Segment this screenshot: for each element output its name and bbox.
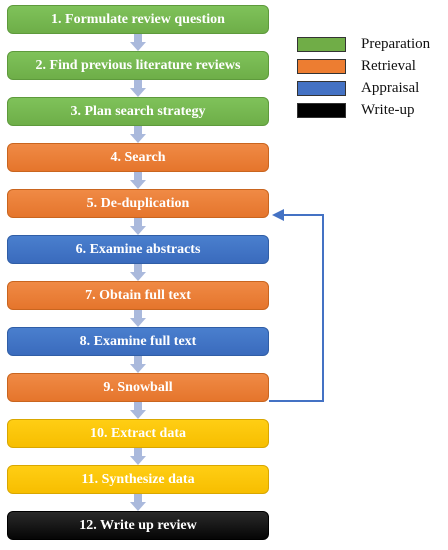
step-label: 10. Extract data <box>89 425 187 441</box>
step-label: 12. Write up review <box>79 517 197 533</box>
step-plan-search-strategy: 3. Plan search strategy <box>7 97 269 126</box>
step-obtain-full-text: 7. Obtain full text <box>7 281 269 310</box>
step-label: 4. Search <box>110 149 166 165</box>
legend-swatch-preparation <box>297 37 346 52</box>
down-arrow-icon <box>130 126 146 143</box>
down-arrow-icon <box>130 264 146 281</box>
down-arrow-icon <box>130 218 146 235</box>
legend-label-appraisal: Appraisal <box>361 80 420 96</box>
step-search: 4. Search <box>7 143 269 172</box>
step-label: 11. Synthesize data <box>81 471 195 487</box>
step-de-duplication: 5. De-duplication <box>7 189 269 218</box>
step-write-up-review: 12. Write up review <box>7 511 269 540</box>
down-arrow-icon <box>130 172 146 189</box>
step-examine-full-text: 8. Examine full text <box>7 327 269 356</box>
down-arrow-icon <box>130 402 146 419</box>
step-formulate-review-question: 1. Formulate review question <box>7 5 269 34</box>
step-label: 5. De-duplication <box>86 195 190 211</box>
legend-swatch-retrieval <box>297 59 346 74</box>
legend-label-preparation: Preparation <box>361 36 431 52</box>
step-examine-abstracts: 6. Examine abstracts <box>7 235 269 264</box>
legend-label-write-up: Write-up <box>361 102 415 118</box>
step-label: 7. Obtain full text <box>85 287 191 303</box>
step-label: 3. Plan search strategy <box>70 103 206 119</box>
legend-swatch-appraisal <box>297 81 346 96</box>
step-label: 8. Examine full text <box>79 333 197 349</box>
step-label: 2. Find previous literature reviews <box>35 57 241 73</box>
step-snowball: 9. Snowball <box>7 373 269 402</box>
down-arrow-icon <box>130 494 146 511</box>
legend-swatch-write-up <box>297 103 346 118</box>
down-arrow-icon <box>130 80 146 97</box>
step-label: 9. Snowball <box>103 379 173 395</box>
step-synthesize-data: 11. Synthesize data <box>7 465 269 494</box>
down-arrow-icon <box>130 310 146 327</box>
step-label: 6. Examine abstracts <box>75 241 201 257</box>
down-arrow-icon <box>130 448 146 465</box>
down-arrow-icon <box>130 356 146 373</box>
down-arrow-icon <box>130 34 146 51</box>
step-extract-data: 10. Extract data <box>7 419 269 448</box>
step-label: 1. Formulate review question <box>51 11 225 27</box>
legend-label-retrieval: Retrieval <box>361 58 416 74</box>
step-find-previous-literature-reviews: 2. Find previous literature reviews <box>7 51 269 80</box>
